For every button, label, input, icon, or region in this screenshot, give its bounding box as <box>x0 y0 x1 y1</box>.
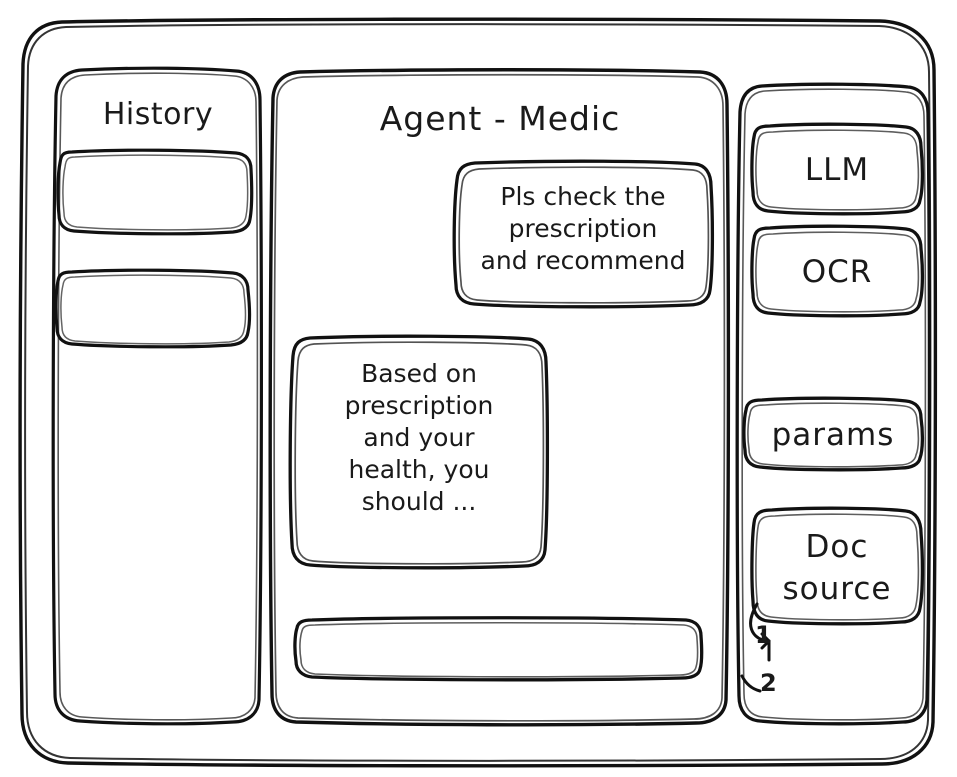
doc-source-label: Doc source <box>782 529 892 607</box>
doc-source-entry-1[interactable]: 1 <box>755 621 772 649</box>
doc-source-connector-2 <box>740 674 762 693</box>
assistant-message-text: Based on prescription and your health, y… <box>344 359 494 516</box>
ocr-button-label: OCR <box>801 254 873 290</box>
user-message-bubble: Pls check the prescription and recommend <box>453 161 713 308</box>
assistant-message-bubble: Based on prescription and your health, y… <box>290 336 548 568</box>
ocr-button[interactable]: OCR <box>753 227 921 316</box>
message-input[interactable] <box>296 619 702 679</box>
history-title: History <box>102 97 214 132</box>
doc-source-entry-2[interactable]: 2 <box>760 669 777 697</box>
params-button[interactable]: params <box>745 399 921 469</box>
page-title: Agent - Medic <box>379 99 621 138</box>
llm-button[interactable]: LLM <box>753 125 921 214</box>
user-message-text: Pls check the prescription and recommend <box>480 182 686 275</box>
doc-source-box[interactable]: Doc source <box>753 509 921 624</box>
history-item-1[interactable] <box>59 152 252 234</box>
history-item-2[interactable] <box>57 272 249 348</box>
params-button-label: params <box>771 417 895 453</box>
llm-button-label: LLM <box>804 152 870 188</box>
